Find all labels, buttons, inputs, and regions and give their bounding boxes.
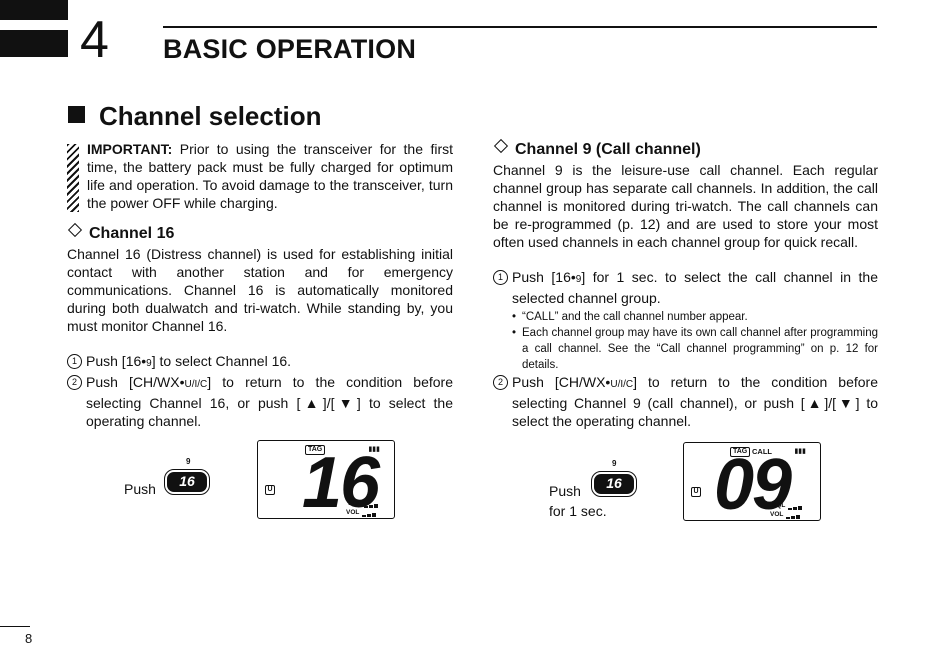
level-bars-icon [364,500,379,508]
level-bars-icon [362,509,377,517]
lcd-display-16: TAG ▮▮▮ U 16 SQL VOL [257,440,395,519]
step-text-small: 9 [146,358,152,369]
section-title-text: Channel selection [99,101,322,131]
lcd-display-09: TAG CALL ▮▮▮ U 09 SQL VOL [683,442,821,521]
step-text-a: Push [CH/WX• [86,374,185,390]
important-label: IMPORTANT: [87,141,173,157]
push-duration-label: for 1 sec. [549,503,607,519]
channel16-step-1: 1 Push [16•9] to select Channel 16. [67,352,453,373]
lcd-sql-label: SQL [772,502,786,509]
important-text: Prior to using the transceiver for the f… [87,141,453,211]
lcd-u-indicator: U [265,485,275,495]
key-16-label: 16 [167,472,207,492]
section-title: Channel selection [68,101,322,132]
channel9-heading-text: Channel 9 (Call channel) [515,141,701,158]
diamond-bullet-icon [67,222,83,238]
hatch-mark-icon [67,144,79,212]
step-text-small: U/I/C [184,379,208,390]
battery-icon: ▮▮▮ [368,446,380,453]
step-number: 1 [493,270,508,285]
square-bullet-icon [68,106,85,123]
lcd-u-indicator: U [691,487,701,497]
footer-rule [0,626,30,627]
step-text-a: Push [16• [512,269,576,285]
page-number: 8 [25,631,33,646]
battery-icon: ▮▮▮ [794,448,806,455]
channel9-step-1: 1 Push [16•9] for 1 sec. to select the c… [493,268,878,373]
channel16-heading-text: Channel 16 [89,225,175,242]
level-bars-icon [788,502,803,510]
lcd-sql-indicator: SQL [772,502,803,510]
channel9-heading: Channel 9 (Call channel) [493,138,878,160]
key-16-button-figure: 16 [591,471,637,497]
lcd-vol-indicator: VOL [770,511,801,519]
step-bullets: “CALL” and the call channel number appea… [512,309,878,373]
step-text-b: ] to select Channel 16. [151,353,292,369]
level-bars-icon [786,511,801,519]
step-text-a: Push [16• [86,353,147,369]
channel9-body: Channel 9 is the leisure-use call channe… [493,162,878,250]
channel16-heading: Channel 16 [67,222,453,244]
step-text-small: 9 [575,274,582,285]
chapter-rule [163,26,877,28]
bullet-item: “CALL” and the call channel number appea… [512,309,878,325]
chapter-tab-bar-top [0,0,68,20]
spacer [67,335,453,352]
step-text-b: ] to return to the condition before sele… [86,374,453,429]
chapter-tab-bar-bottom [0,30,68,57]
channel16-body: Channel 16 (Distress channel) is used fo… [67,246,453,334]
chapter-number: 4 [80,11,109,69]
lcd-vol-label: VOL [770,511,784,518]
push-label: Push [124,481,156,497]
lcd-sql-indicator: SQL [348,500,379,508]
lcd-call-indicator: CALL [752,447,772,456]
step-text-a: Push [CH/WX• [512,374,611,390]
channel16-step-2: 2 Push [CH/WX•U/I/C] to return to the co… [67,373,453,430]
lcd-channel-digits: 09 [714,445,792,525]
lcd-tag-indicator: TAG [730,447,751,457]
key-sub-label: 9 [186,457,191,466]
chapter-title: BASIC OPERATION [163,34,417,64]
right-column: Channel 9 (Call channel) Channel 9 is th… [493,138,878,430]
lcd-tag-indicator: TAG [305,445,326,455]
key-sub-label: 9 [612,459,617,468]
push-label: Push [549,483,581,499]
left-column: IMPORTANT: Prior to using the transceive… [67,140,453,430]
step-text-small: U/I/C [610,379,634,390]
channel9-step-2: 2 Push [CH/WX•U/I/C] to return to the co… [493,373,878,430]
step-number: 1 [67,354,82,369]
step-number: 2 [67,375,82,390]
key-16-button-figure: 16 [164,469,210,495]
key-16-label: 16 [594,474,634,494]
lcd-vol-indicator: VOL [346,509,377,517]
important-note: IMPORTANT: Prior to using the transceive… [67,140,453,212]
step-text-b: ] for 1 sec. to select the call channel … [512,269,878,306]
lcd-sql-label: SQL [348,500,362,507]
lcd-vol-label: VOL [346,509,360,516]
diamond-bullet-icon [493,138,509,154]
spacer [493,251,878,268]
bullet-item: Each channel group may have its own call… [512,325,878,373]
step-text-b: ] to return to the condition before sele… [512,374,878,429]
step-number: 2 [493,375,508,390]
